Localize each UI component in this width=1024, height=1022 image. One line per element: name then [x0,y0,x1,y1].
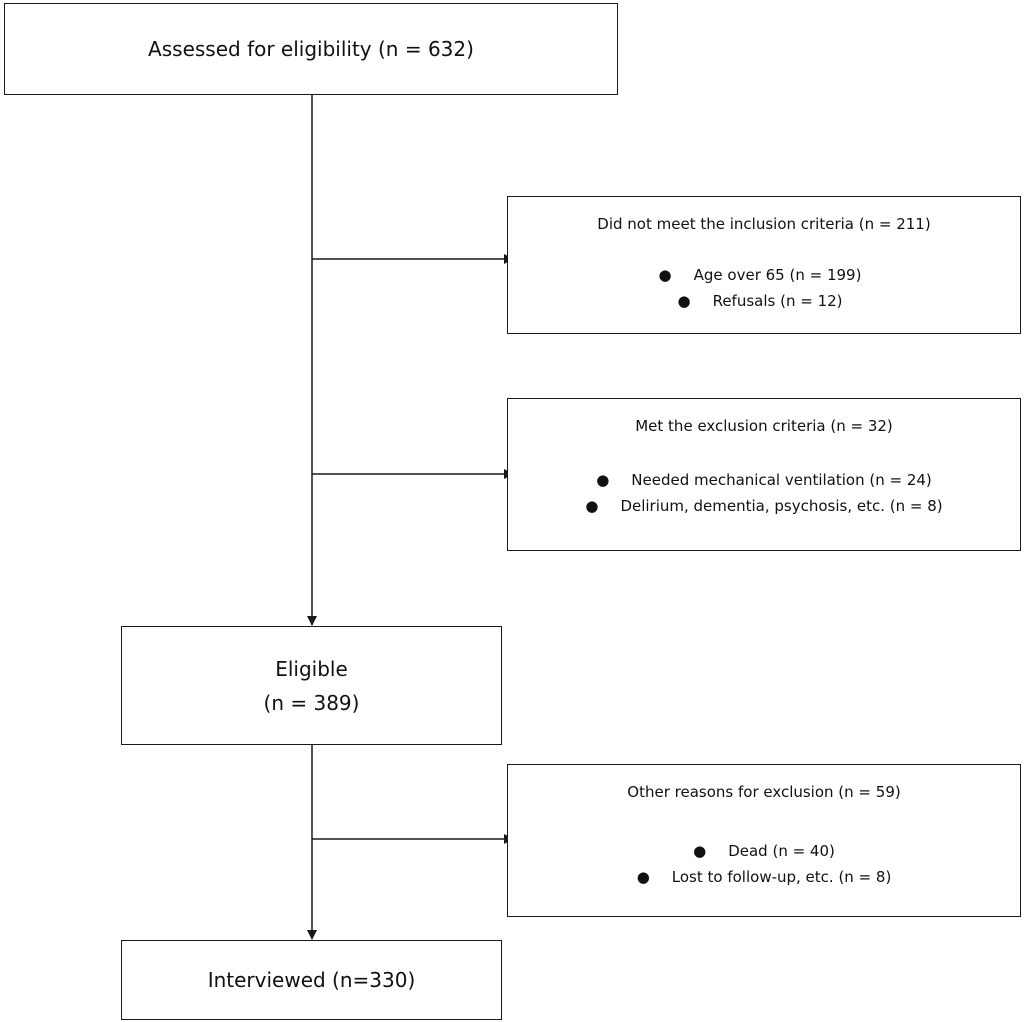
interviewed-box: Interviewed (n=330) [121,940,502,1020]
exclusion-criteria-title: Met the exclusion criteria (n = 32) [635,417,893,435]
list-item: ● Delirium, dementia, psychosis, etc. (n … [508,493,1020,519]
list-item: ● Age over 65 (n = 199) [500,262,1020,288]
bullet-icon: ● [585,497,599,515]
exclusion-item-label: Needed mechanical ventilation (n = 24) [631,471,932,489]
exclusion-criteria-box: Met the exclusion criteria (n = 32) ● Nee… [507,398,1021,551]
inclusion-item-label: Refusals (n = 12) [712,292,843,310]
inclusion-item-label: Age over 65 (n = 199) [693,266,862,284]
bullet-icon: ● [596,471,610,489]
assessed-box: Assessed for eligibility (n = 632) [4,3,618,95]
other-item-label: Lost to follow-up, etc. (n = 8) [671,868,892,886]
bullet-icon: ● [677,292,691,310]
inclusion-criteria-title: Did not meet the inclusion criteria (n =… [597,215,931,233]
eligible-count: (n = 389) [263,690,360,715]
list-item: ● Dead (n = 40) [508,838,1020,864]
eligible-box: Eligible (n = 389) [121,626,502,745]
other-exclusion-box: Other reasons for exclusion (n = 59) ● De… [507,764,1021,917]
inclusion-criteria-list: ●Age over 65 (n = 199) ●Refusals (n = 12… [508,262,1020,314]
bullet-icon: ● [693,842,707,860]
other-exclusion-title: Other reasons for exclusion (n = 59) [627,783,901,801]
exclusion-criteria-list: ●Needed mechanical ventilation (n = 24) … [508,467,1020,519]
interviewed-label: Interviewed (n=330) [207,968,416,992]
other-exclusion-list: ● Dead (n = 40) ● Lost to follow-up, etc. … [508,838,1020,890]
bullet-icon: ● [636,868,650,886]
list-item: ● Needed mechanical ventilation (n = 24) [508,467,1020,493]
other-item-label: Dead (n = 40) [728,842,835,860]
list-item: ● Lost to follow-up, etc. (n = 8) [508,864,1020,890]
list-item: ● Refusals (n = 12) [500,288,1020,314]
eligible-label: Eligible [275,656,348,681]
bullet-icon: ● [658,266,672,284]
inclusion-criteria-box: Did not meet the inclusion criteria (n =… [507,196,1021,334]
exclusion-item-label: Delirium, dementia, psychosis, etc. (n =… [620,497,943,515]
assessed-label: Assessed for eligibility (n = 632) [148,37,474,61]
